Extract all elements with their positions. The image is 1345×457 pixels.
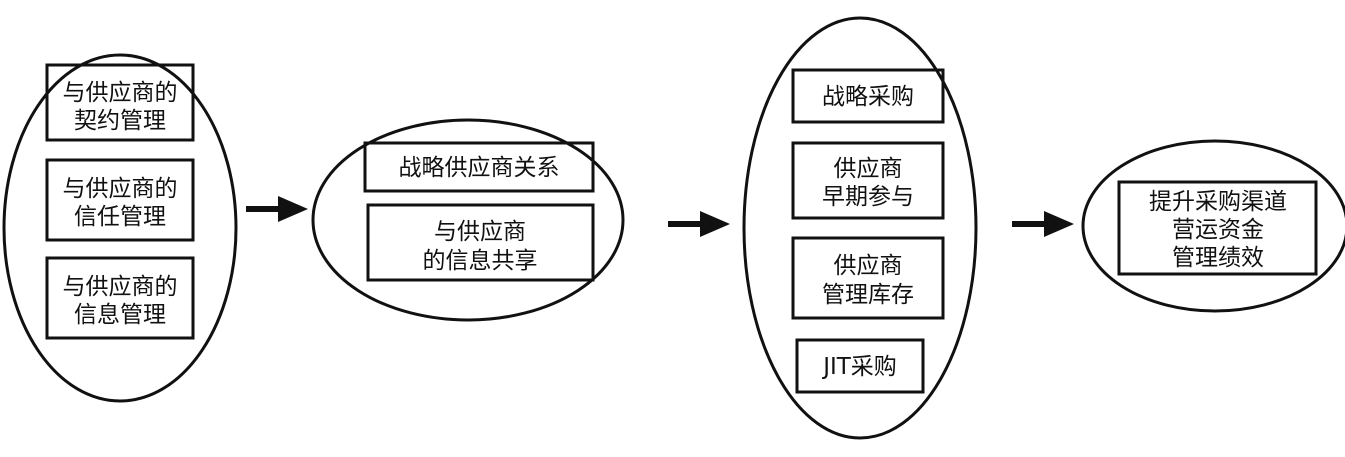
label-trust-1: 与供应商的 [63,176,178,202]
arrow-1-head-icon [278,196,308,222]
label-info-sharing-1: 与供应商 [434,219,526,245]
label-info-mgmt-1: 与供应商的 [63,274,178,300]
box-performance [1117,180,1318,276]
label-performance-2: 营运资金 [1172,217,1264,243]
box-information-management [45,256,195,340]
label-vmi-2: 管理库存 [822,282,914,308]
label-performance-1: 提升采购渠道 [1149,189,1287,215]
box-vendor-managed-inventory [791,236,945,320]
label-contract-1: 与供应商的 [63,80,178,106]
stage-3-ellipse [742,16,978,440]
label-early-involvement-1: 供应商 [834,156,903,182]
label-vmi-1: 供应商 [834,253,903,279]
box-strategic-purchasing [791,68,945,124]
arrows [246,196,1074,237]
stage-2-ellipse [311,118,625,322]
label-info-mgmt-2: 信息管理 [74,302,166,328]
label-info-sharing-2: 的信息共享 [423,248,538,274]
label-trust-2: 信任管理 [74,204,166,230]
label-strategic-purchasing: 战略采购 [822,84,914,110]
label-strategic-relationship: 战略供应商关系 [399,155,560,181]
stage-1-ellipse [2,53,238,403]
label-jit: JIT采购 [821,354,897,380]
label-performance-3: 管理绩效 [1172,245,1264,271]
box-jit-purchasing [795,338,925,394]
arrow-3-head-icon [1044,211,1074,237]
box-trust-management [45,158,195,242]
box-early-supplier-involvement [791,141,945,220]
box-strategic-supplier-relationship [363,141,595,193]
arrow-2-head-icon [700,211,730,237]
label-early-involvement-2: 早期参与 [822,184,914,210]
stage-4-ellipse [1081,139,1345,313]
box-information-sharing [366,203,595,282]
label-contract-2: 契约管理 [74,108,166,134]
box-contract-management [45,63,195,142]
